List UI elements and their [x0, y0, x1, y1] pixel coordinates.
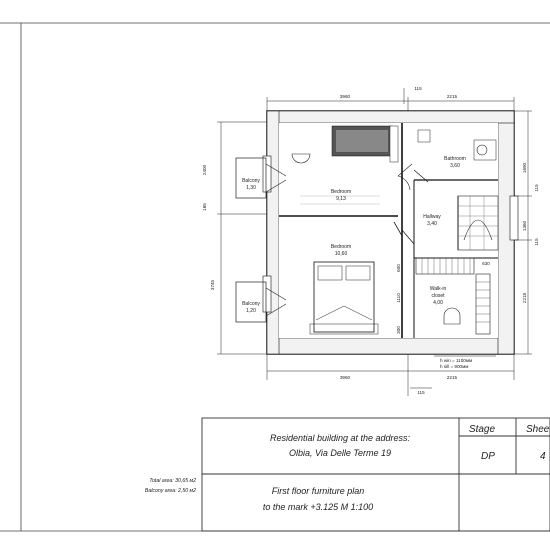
drawing-line-2: to the mark +3.125 M 1:100	[263, 502, 373, 512]
wall-hatch-left	[266, 110, 280, 355]
closet-shelf-top	[415, 257, 475, 275]
toilet-icon	[476, 144, 488, 156]
room-walkin-area: 4,00	[433, 300, 443, 306]
bed-footboard	[309, 323, 379, 335]
dim-right-2: 1360	[522, 220, 527, 231]
closet-chair	[443, 307, 461, 325]
room-balcony-top-name: Balcony	[242, 178, 260, 184]
dim-inner-1: 600	[396, 264, 401, 272]
closet-shelf-side	[475, 273, 491, 335]
washbasin-icon	[417, 129, 431, 143]
wall-hatch-top	[266, 110, 515, 124]
dim-left-upper: 2400	[202, 164, 207, 175]
stage-label: Stage	[469, 424, 496, 435]
bed-pillow-left	[317, 265, 343, 281]
stage-value: DP	[481, 451, 495, 462]
room-bathroom-name: Bathroom	[444, 156, 466, 162]
bathtub-inner	[336, 130, 388, 152]
door-swing-4	[413, 169, 429, 183]
wall-hatch-bottom	[266, 337, 515, 355]
room-bedroom-main-name: Bedroom	[331, 244, 351, 250]
staircase-treads	[458, 196, 498, 250]
dim-inner-2: 1110	[396, 293, 401, 303]
radiator-icon	[389, 125, 399, 163]
balcony-bottom	[235, 281, 267, 323]
balcony-top-doors	[265, 163, 287, 193]
room-hallway-name: Hallway	[423, 214, 441, 220]
dim-top-right: 2215	[447, 94, 458, 99]
note-sill-height: h sill = 900мм	[440, 364, 468, 369]
door-swing-1	[397, 163, 413, 191]
shelf-icon	[300, 195, 380, 205]
door-swing-3	[393, 221, 403, 237]
dim-left-mid: 165	[202, 203, 207, 211]
dim-inner-3: 300	[396, 326, 401, 334]
window-left-top	[262, 155, 272, 193]
room-bedroom-top-name: Bedroom	[331, 189, 351, 195]
dim-top-mid: 115	[414, 86, 422, 91]
room-hallway-area: 3,40	[427, 221, 437, 227]
dim-right-1: 1690	[522, 162, 527, 173]
room-walkin-name2: closet	[431, 293, 445, 299]
dim-top-left: 3960	[340, 94, 351, 99]
dim-right-tag2: 115	[534, 238, 539, 246]
shower-icon	[473, 139, 497, 161]
sheet-value: 4	[540, 451, 546, 462]
window-right	[509, 195, 519, 241]
window-left-bottom	[262, 275, 272, 313]
room-bathroom-area: 3,60	[450, 163, 460, 169]
dim-right-3: 2218	[522, 292, 527, 303]
bed-icon	[313, 261, 375, 333]
total-area: Total area: 30,65 м2	[149, 478, 196, 484]
balcony-top	[235, 157, 267, 199]
dim-inner-4: 630	[482, 261, 490, 266]
bed-blanket	[315, 305, 373, 321]
note-window-height: h win = 1100мм	[440, 358, 472, 363]
room-balcony-bottom-name: Balcony	[242, 301, 260, 307]
sheet-label: Shee	[526, 424, 550, 435]
dimension-lines	[217, 88, 532, 396]
bed-pillow-right	[345, 265, 371, 281]
closet-shelf-lines	[421, 258, 471, 274]
staircase-arrow	[463, 219, 493, 241]
drawing-line-1: First floor furniture plan	[272, 486, 365, 496]
staircase	[457, 195, 499, 251]
room-bedroom-top-area: 9,13	[336, 196, 346, 202]
closet-side-lines	[476, 281, 490, 323]
balcony-area: Balcony area: 2,50 м2	[145, 488, 196, 494]
door-swing-2	[401, 229, 415, 245]
room-balcony-top-area: 1,30	[246, 185, 256, 191]
room-balcony-bottom-area: 1,20	[246, 308, 256, 314]
room-walkin-name: Walk-in	[430, 286, 447, 292]
address-line-1: Residential building at the address:	[270, 433, 411, 443]
balcony-bottom-doors	[265, 287, 287, 317]
dim-left-lower: 3745	[210, 279, 215, 290]
dim-right-tag1: 115	[534, 184, 539, 192]
dim-bottom-left: 3960	[340, 375, 351, 380]
dim-bottom-mid: 115	[417, 390, 425, 395]
title-block	[201, 417, 550, 532]
floor-plan	[235, 110, 519, 355]
sink-icon	[291, 153, 311, 164]
address-line-2: Olbia, Via Delle Terme 19	[289, 448, 391, 458]
dim-bottom-right: 2215	[447, 375, 458, 380]
room-bedroom-main-area: 10,60	[335, 251, 348, 257]
